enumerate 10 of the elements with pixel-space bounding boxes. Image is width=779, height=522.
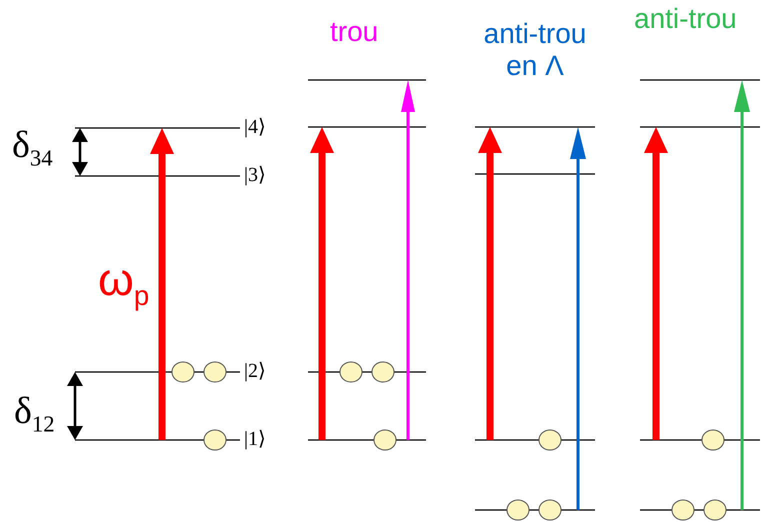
- scheme-title: trou: [330, 18, 378, 46]
- detuning-label: δ$_{12}$: [14, 392, 55, 436]
- scheme-title: anti-trou en Λ: [482, 18, 588, 82]
- frequency-label: ω$_{p}$: [98, 256, 150, 310]
- state-label: |3⟩: [244, 165, 266, 185]
- state-label: |2⟩: [244, 361, 266, 381]
- state-label: |4⟩: [244, 117, 266, 137]
- detuning-label: δ$_{34}$: [12, 126, 53, 170]
- scheme-title: anti-trou: [634, 5, 737, 33]
- state-label: |1⟩: [244, 429, 266, 449]
